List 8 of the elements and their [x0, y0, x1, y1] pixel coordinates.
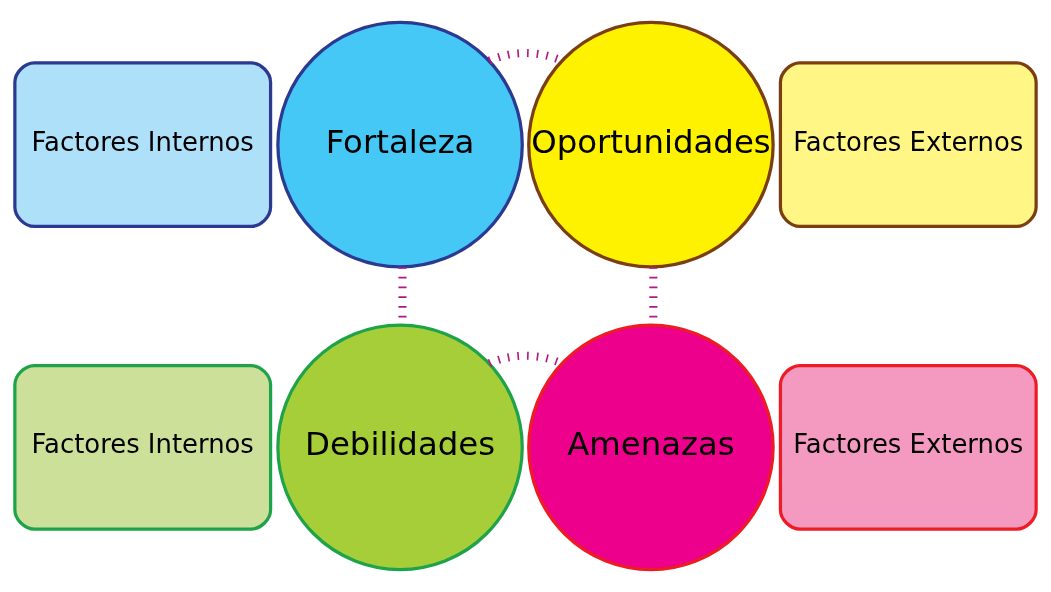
- node-circle: Debilidades: [276, 323, 524, 572]
- node-box: Factores Externos: [778, 364, 1038, 531]
- node-circle: Fortaleza: [276, 20, 524, 269]
- node-box: Factores Internos: [13, 364, 273, 531]
- node-circle: Oportunidades: [527, 20, 775, 269]
- node-box: Factores Externos: [778, 61, 1038, 228]
- node-circle: Amenazas: [527, 323, 775, 572]
- node-box: Factores Internos: [13, 61, 273, 228]
